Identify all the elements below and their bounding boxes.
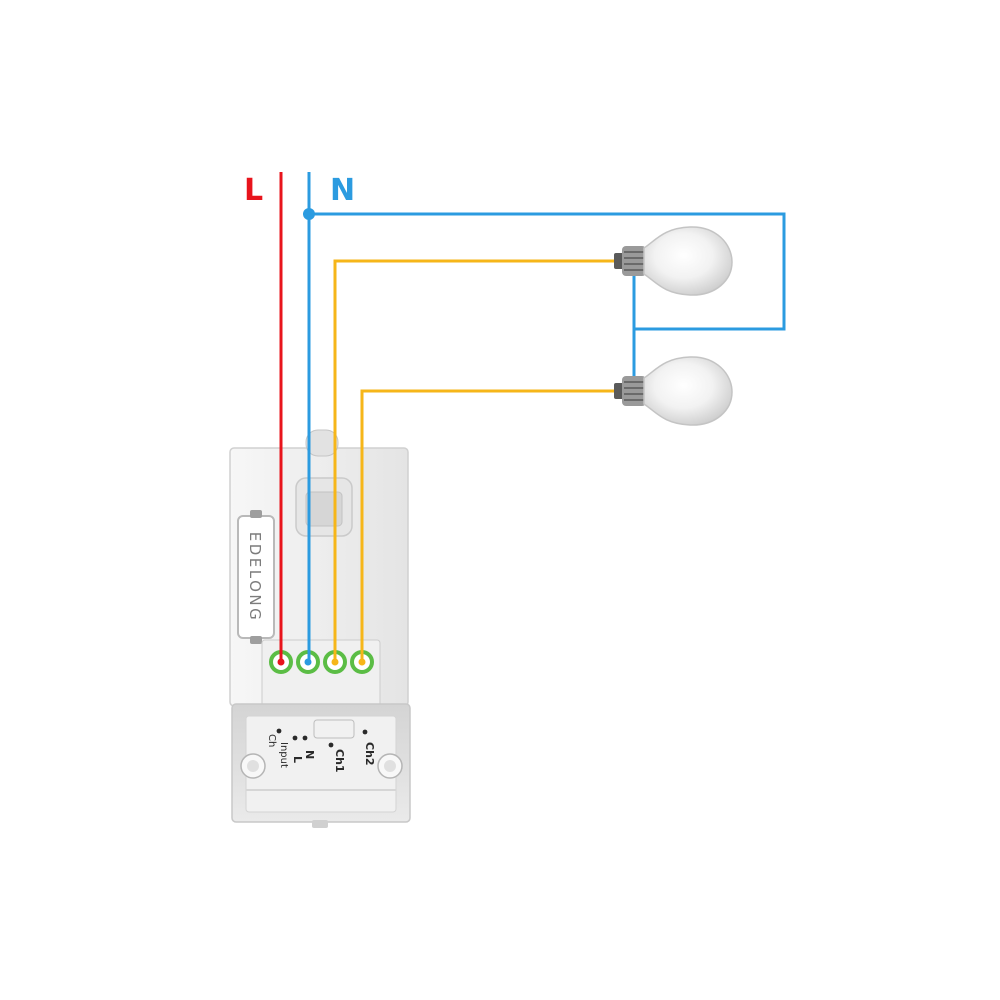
- module-button-face: [305, 491, 343, 527]
- bulb-icon: [614, 356, 733, 426]
- module-antenna-knob: [305, 429, 339, 457]
- cap-screw-right: [377, 753, 403, 779]
- neutral-junction: [303, 208, 315, 220]
- terminal-label-ch-in: Ch: [266, 734, 277, 747]
- cap-screw-left: [240, 753, 266, 779]
- terminal-label-ch1: Ch1: [333, 749, 346, 773]
- terminal-wire-end-ch1: [331, 658, 339, 666]
- wire-ch1-output: [333, 259, 618, 662]
- brand-plate-clip-bottom: [250, 636, 262, 644]
- terminal-wire-end-n: [304, 658, 312, 666]
- module-bottom-tab: [312, 820, 328, 828]
- terminal-wire-end-l: [277, 658, 285, 666]
- brand-logo: EDELONG: [246, 532, 264, 622]
- bulb-icon: [614, 226, 733, 296]
- wire-neutral-return: [309, 212, 786, 331]
- terminal-dot-n: [302, 735, 308, 741]
- terminal-label-n: N: [303, 750, 316, 759]
- wire-ch2-output: [360, 389, 618, 662]
- terminal-labels: Ch Input L N Ch1 Ch2: [266, 728, 376, 773]
- neutral-label: N: [330, 173, 355, 208]
- brand-plate-clip-top: [250, 510, 262, 518]
- terminal-dot-l: [292, 735, 298, 741]
- terminal-wire-end-ch2: [358, 658, 366, 666]
- module-cap-notch: [313, 719, 355, 739]
- live-label: L: [244, 173, 263, 208]
- terminal-dot-ch1: [328, 742, 334, 748]
- terminal-label-ch2: Ch2: [363, 742, 376, 766]
- terminal-label-input: Input: [278, 742, 289, 768]
- terminal-dot-ch2: [362, 729, 368, 735]
- terminal-dot-ch-in: [276, 728, 282, 734]
- switch-module: EDELONG Ch Input L: [229, 429, 411, 828]
- terminal-label-l: L: [291, 756, 304, 763]
